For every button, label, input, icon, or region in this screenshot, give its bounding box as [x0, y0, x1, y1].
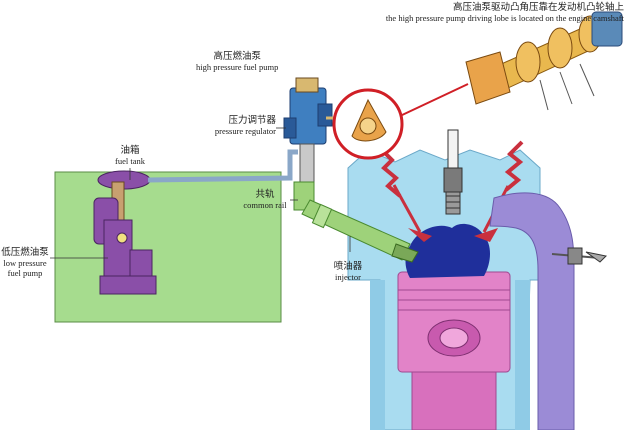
oxygen-sensor: [551, 247, 608, 265]
regulator-zh: 压力调节器: [228, 116, 276, 126]
common-rail-zh: 共轨: [255, 190, 275, 200]
fuel-tank-zh: 油箱: [120, 146, 140, 156]
injector-zh: 喷油器: [333, 262, 363, 272]
hp-pump-en: high pressure fuel pump: [196, 61, 279, 72]
cylinder-wall-left: [370, 280, 385, 430]
intake-valve: [378, 146, 432, 242]
cylinder-wall-right: [515, 280, 530, 430]
injector-tip: [391, 243, 419, 263]
lp-pump-en1: low pressure: [3, 257, 47, 268]
low-pressure-fuel-pump: [93, 170, 157, 295]
fuel-line: [147, 149, 298, 183]
hp-pump-label: 高压燃油泵 high pressure fuel pump: [196, 52, 278, 73]
piston: [397, 271, 511, 430]
exhaust-manifold: [489, 192, 575, 430]
camshaft-note-en: the high pressure pump driving lobe is l…: [385, 12, 624, 23]
common-rail-label: 共轨 common rail: [240, 190, 290, 211]
regulator-label: 压力调节器 pressure regulator: [206, 116, 276, 137]
regulator-en: pressure regulator: [214, 125, 276, 136]
injector-label: 喷油器 injector: [318, 262, 378, 283]
fuel-tank: [54, 171, 282, 323]
spark-plug: [443, 129, 463, 215]
injector-en: injector: [335, 271, 361, 282]
fuel-tank-en: fuel tank: [115, 155, 145, 166]
lp-pump-zh: 低压燃油泵: [1, 248, 49, 258]
camshaft: [465, 11, 623, 111]
common-rail: [293, 181, 411, 261]
camshaft-note-label: 高压油泵驱动凸角压靠在发动机凸轮轴上 the high pressure pum…: [386, 3, 624, 24]
lp-pump-en2: fuel pump: [7, 267, 43, 278]
common-rail-en: common rail: [243, 199, 287, 210]
hp-pump-zh: 高压燃油泵: [213, 52, 261, 62]
cam-lobe-callout: [332, 83, 469, 160]
fuel-tank-label: 油箱 fuel tank: [108, 146, 152, 167]
lp-pump-label: 低压燃油泵 low pressure fuel pump: [1, 248, 49, 278]
camshaft-note-zh: 高压油泵驱动凸角压靠在发动机凸轮轴上: [452, 3, 624, 13]
